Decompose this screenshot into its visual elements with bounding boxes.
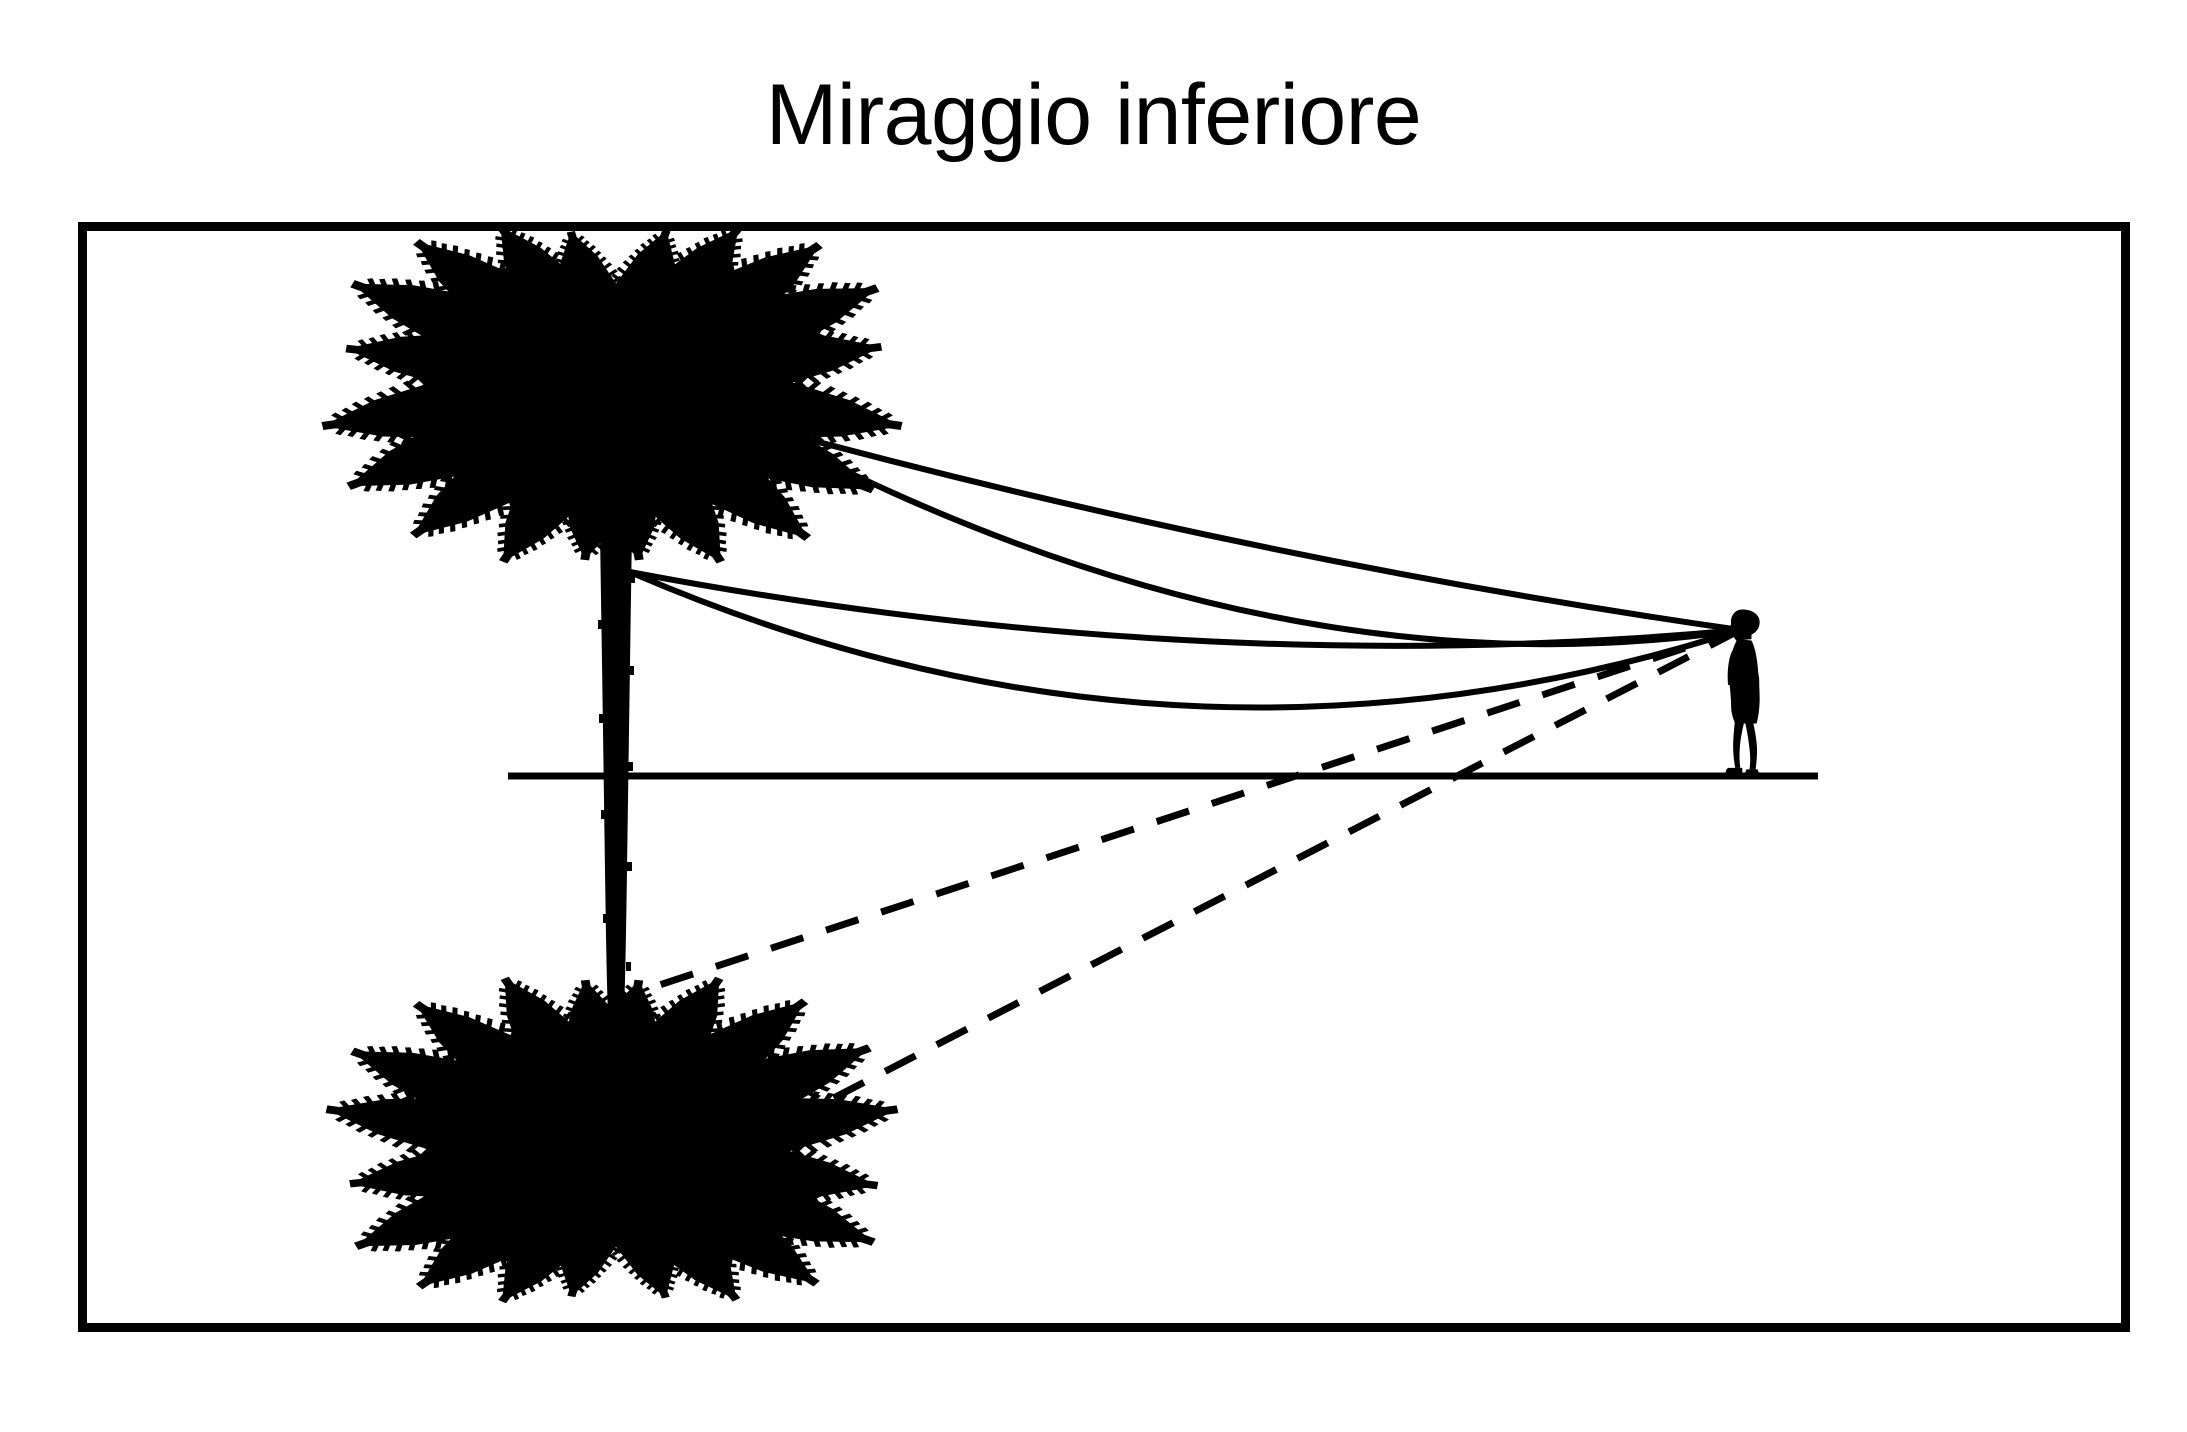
- ray-crown-lower: [752, 422, 1743, 648]
- palm-tree-real: [314, 209, 911, 1010]
- diagram-border: [78, 222, 2130, 1332]
- apparent-sightline-lower: [758, 626, 1742, 1140]
- apparent-sightlines-dashed: [636, 626, 1742, 1140]
- palm-tree-inverted-mirage: [318, 962, 906, 1318]
- page-title: Miraggio inferiore: [765, 67, 1422, 163]
- ray-trunk-lower: [627, 569, 1743, 711]
- light-rays-solid: [627, 422, 1743, 711]
- apparent-sightline-upper: [636, 626, 1742, 996]
- ray-trunk-upper: [627, 569, 1743, 649]
- ray-crown-upper: [752, 422, 1743, 633]
